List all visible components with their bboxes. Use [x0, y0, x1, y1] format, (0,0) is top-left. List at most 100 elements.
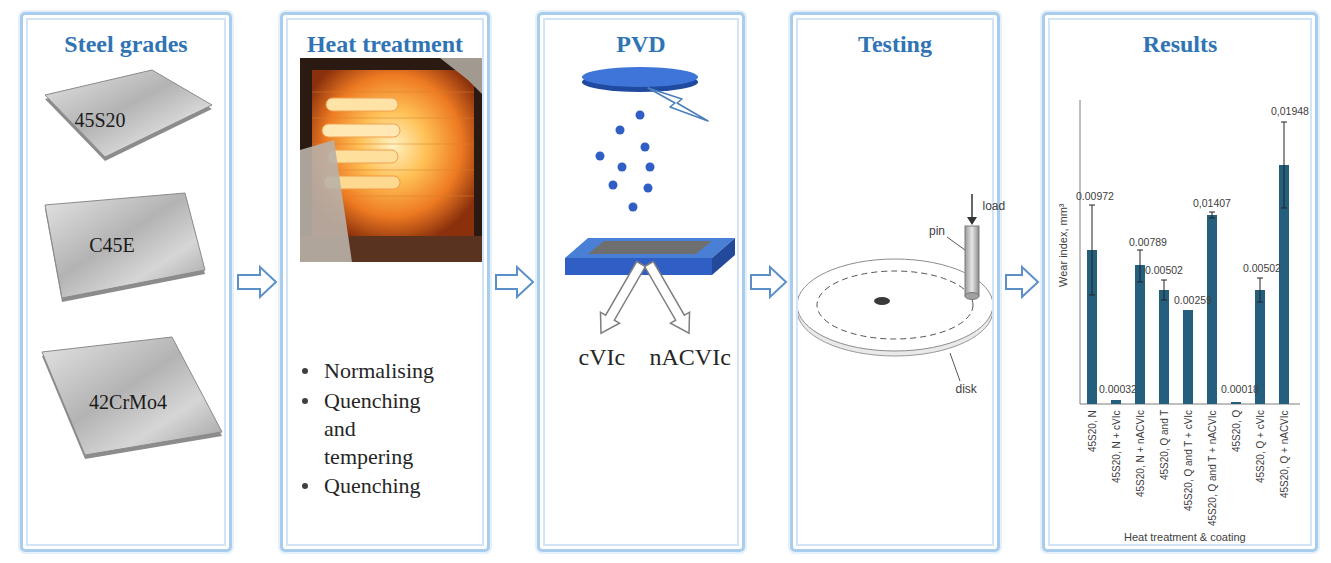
target-disk: [582, 67, 698, 87]
pin-body: [965, 226, 979, 296]
steel-plate: C45E: [40, 192, 220, 304]
load-arrowhead: [967, 217, 977, 225]
error-bar: [1089, 205, 1095, 295]
disk-hole: [874, 297, 890, 305]
part-label: load: [983, 199, 1006, 213]
vapour-particle: [616, 126, 625, 135]
stage-panel: Testing: [790, 12, 1000, 552]
bar: [1111, 400, 1121, 404]
value-label: 0.00789: [1129, 236, 1167, 248]
vapour-particle: [641, 143, 650, 152]
bar: [1255, 290, 1265, 404]
value-label: 0,01407: [1193, 197, 1231, 209]
bullet-item: Normalising: [298, 357, 448, 385]
plate-face: [42, 337, 222, 455]
vapour-particle: [629, 203, 638, 212]
panel-title: PVD: [540, 31, 742, 58]
panel-title: Steel grades: [23, 31, 229, 58]
stage-panel: Heat treatmentNormalisingQuenching and t…: [280, 12, 490, 552]
bar: [1231, 402, 1241, 404]
category-label: 45S20, Q: [1231, 410, 1242, 452]
block-arrow: [238, 267, 276, 297]
substrate-top: [565, 238, 735, 258]
error-bar: [1281, 122, 1287, 208]
sample-plate: [588, 241, 712, 254]
block-arrow: [751, 267, 786, 297]
furnace-tube: [328, 150, 398, 163]
bar: [1159, 290, 1169, 404]
panel-title: Heat treatment: [283, 31, 487, 58]
load-arrow: [971, 194, 973, 218]
part-label: pin: [929, 224, 945, 238]
category-label: 45S20, Q + nACVIc: [1279, 410, 1290, 498]
category-label: 45S20, N + nACVIc: [1135, 410, 1146, 497]
stage-panel: PVD: [537, 12, 745, 552]
brick-line: [312, 118, 474, 119]
error-bar: [1209, 212, 1215, 218]
substrate-side: [712, 238, 735, 275]
panel-title: Testing: [793, 31, 997, 58]
value-label: 0.00972: [1076, 190, 1114, 202]
vapour-particle: [646, 163, 655, 172]
bullet-item: Quenching: [298, 472, 448, 500]
stage-panel: Results: [1042, 12, 1318, 552]
coating-label: cVIc: [579, 344, 626, 371]
steel-plate: 45S20: [40, 67, 215, 162]
vapour-particle: [609, 181, 618, 190]
category-label: 45S20, N: [1087, 410, 1098, 452]
value-label: 0.00032: [1099, 383, 1137, 395]
disk-top: [797, 259, 993, 351]
coating-label: nACVIc: [650, 344, 731, 371]
category-label: 45S20, Q and T + nACVIc: [1207, 410, 1218, 526]
steel-grade: C45E: [89, 234, 135, 257]
pin-tip: [965, 293, 979, 300]
error-bar: [1161, 280, 1167, 300]
vapour-particle: [636, 111, 645, 120]
leader-line: [950, 353, 960, 381]
category-label: 45S20, N + cVIc: [1111, 410, 1122, 483]
value-label: 0.00018: [1221, 383, 1259, 395]
bar: [1207, 215, 1217, 404]
plate-face: [45, 70, 212, 157]
plate-shape: [40, 67, 215, 162]
lightning-symbol: [648, 88, 708, 121]
leader-line: [947, 237, 965, 250]
value-label: 0.00502: [1145, 264, 1183, 276]
foil: [300, 140, 352, 262]
value-label: 0,01948: [1271, 105, 1309, 117]
category-label: 45S20, Q + cVIc: [1255, 410, 1266, 483]
axis-title: Wear index, mm³: [1057, 203, 1069, 287]
hollow-arrow: [639, 259, 698, 339]
axis-title: Heat treatment & coating: [1124, 531, 1246, 543]
category-label: 45S20, Q and T: [1159, 410, 1170, 480]
wear-track: [817, 271, 973, 339]
block-arrow: [1006, 267, 1038, 297]
stage-panel: Steel grades 45S20C45E 42CrMo4: [20, 12, 232, 552]
foil: [440, 58, 486, 98]
block-arrow: [496, 267, 533, 297]
value-label: 0.00502: [1243, 262, 1281, 274]
vapour-particle: [644, 184, 653, 193]
brick-line: [312, 144, 474, 145]
error-bar: [1137, 250, 1143, 282]
steel-plate: 42CrMo4: [40, 332, 225, 460]
bar: [1183, 310, 1193, 404]
plate-face: [45, 193, 205, 298]
category-label: 45S20, Q and T + cVIc: [1183, 410, 1194, 511]
steel-grade: 42CrMo4: [89, 391, 167, 414]
y-axis: [1080, 100, 1081, 404]
bullet-item: Quenching and tempering: [298, 387, 448, 471]
value-label: 0.00259: [1174, 294, 1212, 306]
furnace-tube: [326, 98, 398, 111]
steel-grade: 45S20: [74, 109, 125, 132]
vapour-particle: [618, 163, 627, 172]
hollow-arrow: [591, 259, 650, 339]
furnace-frame: [300, 58, 486, 262]
furnace-tube: [322, 124, 400, 137]
vapour-particle: [596, 152, 605, 161]
